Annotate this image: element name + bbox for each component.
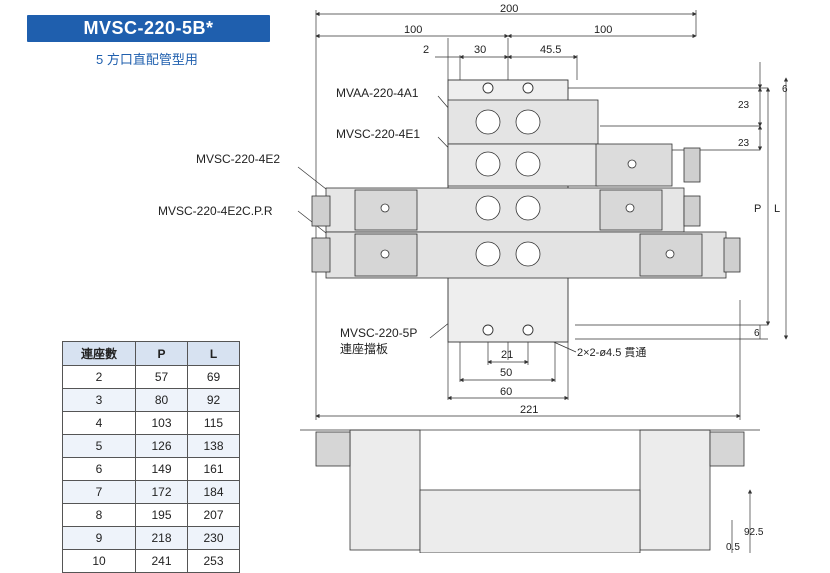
dim-overall-width: 200 (500, 3, 518, 15)
label-end-plate: 連座擋板 (340, 341, 388, 356)
dim-2: 2 (423, 44, 429, 56)
dim-221: 221 (520, 404, 538, 416)
dim-21: 21 (501, 349, 513, 361)
dimension-drawing: 200 100 100 2 30 45.5 6 23 23 P L 6 21 5… (158, 3, 789, 553)
dim-23-a: 23 (738, 100, 750, 111)
page-subtitle: 5 方口直配管型用 (96, 52, 198, 67)
label-holes: 2×2-ø4.5 貫通 (577, 346, 646, 359)
dim-45-5: 45.5 (540, 44, 561, 56)
title-bar: MVSC-220-5B* (27, 15, 270, 42)
cell-p: 149 (135, 457, 188, 481)
cell-l: 184 (187, 480, 240, 504)
dim-6-top: 6 (782, 84, 788, 95)
dim-right-half: 100 (594, 24, 612, 36)
cell-l: 207 (187, 503, 240, 527)
cell-l: 115 (187, 411, 240, 435)
cell-p: 126 (135, 434, 188, 458)
cell-l: 92 (187, 388, 240, 412)
dim-60: 60 (500, 386, 512, 398)
cell-l: 161 (187, 457, 240, 481)
dim-p: P (754, 203, 761, 215)
cell-p: 195 (135, 503, 188, 527)
dim-50: 50 (500, 367, 512, 379)
label-mvsc-4e2: MVSC-220-4E2 (196, 152, 280, 166)
dim-6-bottom: 6 (754, 328, 760, 339)
cell-l: 138 (187, 434, 240, 458)
header-p: P (135, 341, 188, 366)
cell-stations: 2 (62, 365, 136, 389)
dim-30: 30 (474, 44, 486, 56)
cell-l: 230 (187, 526, 240, 550)
cell-l: 69 (187, 365, 240, 389)
cell-stations: 5 (62, 434, 136, 458)
dim-92-5: 92.5 (744, 527, 764, 538)
label-mvaa: MVAA-220-4A1 (336, 86, 419, 100)
dim-partial: 0.5 (726, 542, 740, 553)
cell-stations: 3 (62, 388, 136, 412)
cell-stations: 8 (62, 503, 136, 527)
label-mvsc-5p: MVSC-220-5P (340, 326, 417, 340)
cell-stations: 7 (62, 480, 136, 504)
label-mvsc-4e1: MVSC-220-4E1 (336, 127, 420, 141)
label-mvsc-4e2c: MVSC-220-4E2C.P.R (158, 204, 273, 218)
dim-l: L (774, 203, 780, 215)
dim-left-half: 100 (404, 24, 422, 36)
dim-23-b: 23 (738, 138, 750, 149)
table-header-row: 連座數 P L (62, 341, 240, 366)
cell-stations: 9 (62, 526, 136, 550)
cell-stations: 4 (62, 411, 136, 435)
cell-p: 57 (135, 365, 188, 389)
header-l: L (187, 341, 240, 366)
page-title: MVSC-220-5B* (83, 18, 214, 38)
